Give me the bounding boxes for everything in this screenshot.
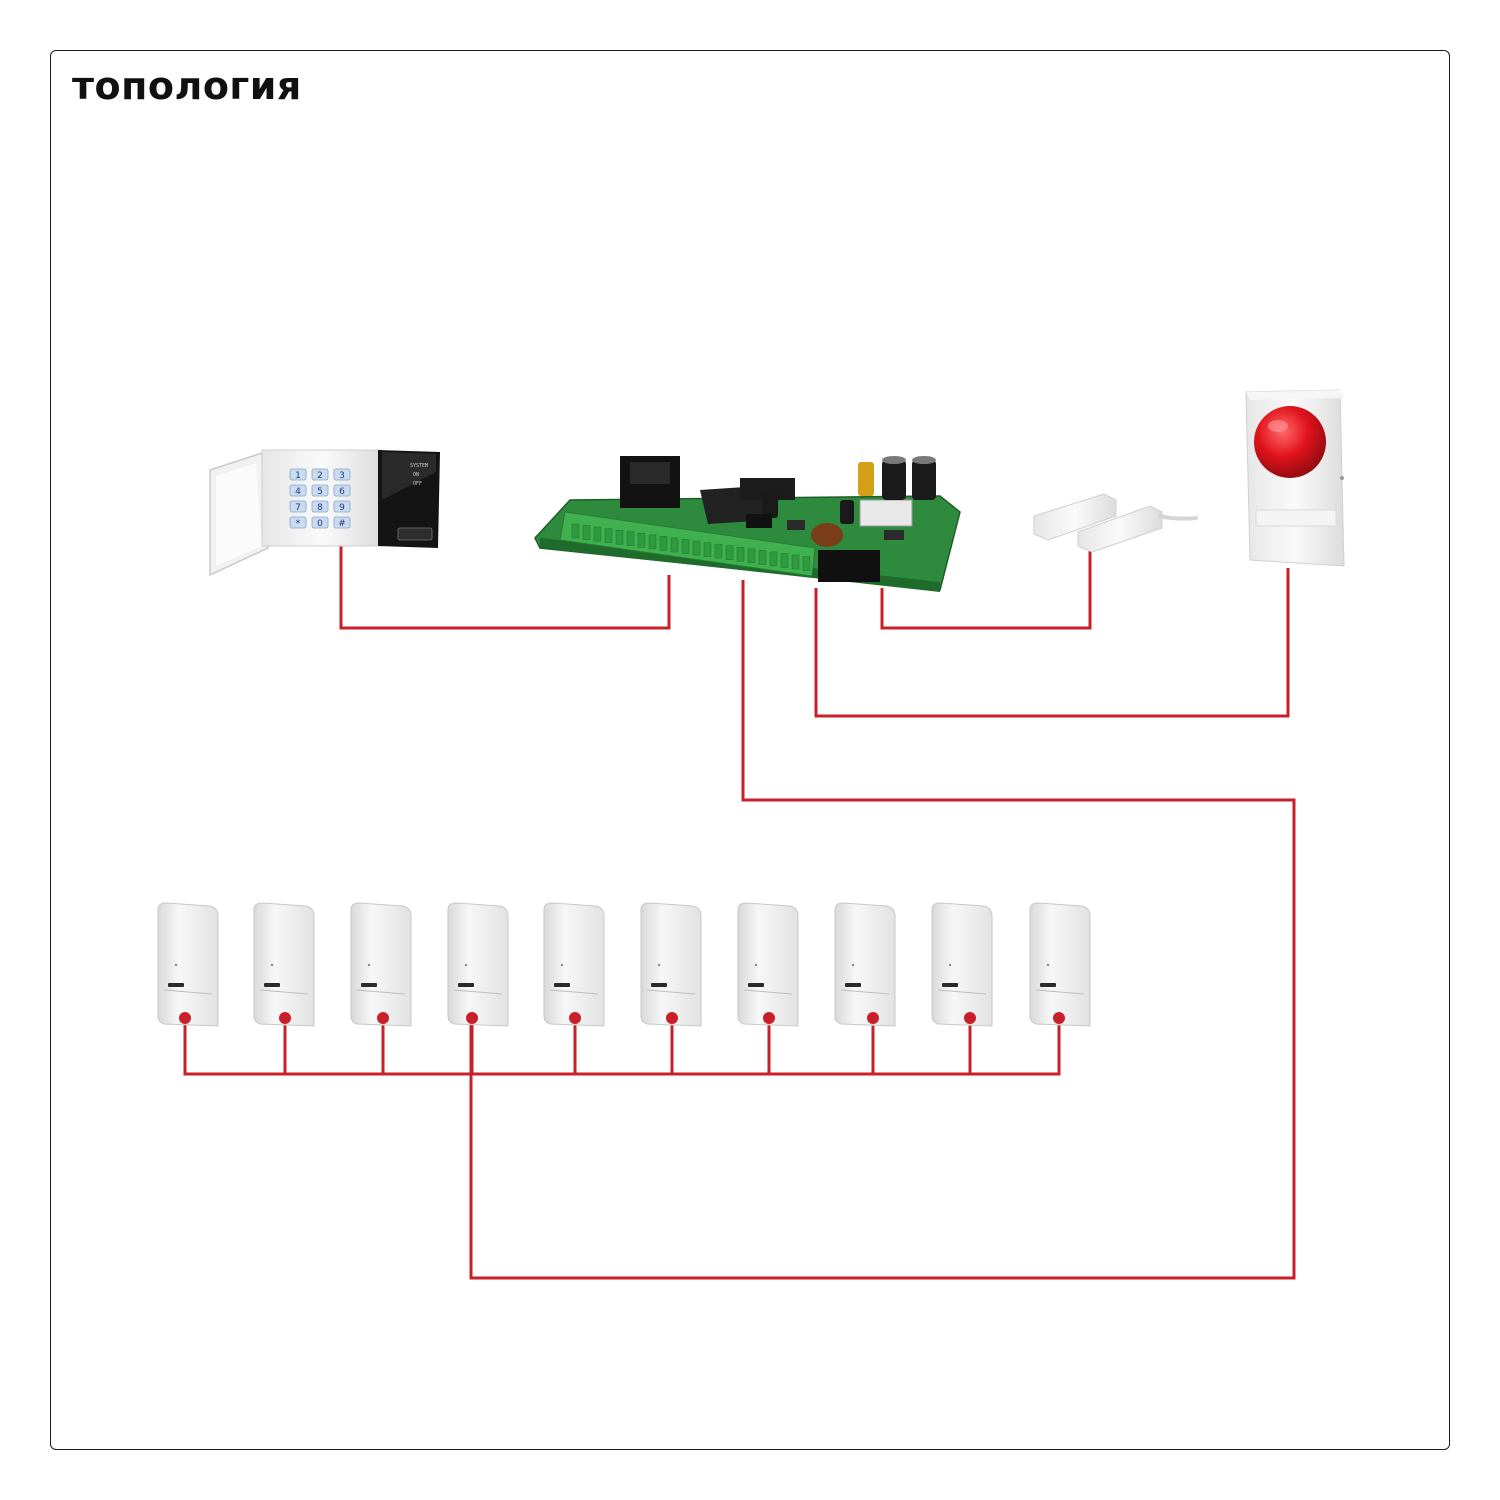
keypad-key: 6 [333,484,351,497]
keypad-key: 1 [289,468,307,481]
svg-text:3: 3 [339,471,345,481]
terminal-screw [802,556,811,571]
pir-detector-icon [931,902,993,1027]
pir-connection-dot [867,1012,879,1024]
terminal-screw [593,526,602,542]
wire-detector-bus [183,1018,1061,1076]
keypad-key: 0 [311,516,329,529]
terminal-screw [637,532,646,548]
wire-panel-to-siren [814,568,1290,718]
terminal-screw [780,553,789,568]
keypad-icon: SYSTEM ON OFF 1 2 3 4 5 6 7 8 9 * 0 # [209,449,440,577]
terminal-screw [604,528,613,543]
svg-text:2: 2 [317,471,323,481]
pir-connection-dot [377,1012,389,1024]
keypad-key: * [289,516,307,529]
pir-connection-dot [1053,1012,1065,1024]
wire-panel-to-door-contact [880,548,1092,630]
pir-detector-icon [157,902,219,1027]
terminal-screw [626,531,635,547]
terminal-screw [670,537,679,553]
motion-detectors [157,902,1091,1027]
svg-text:ON: ON [413,472,419,478]
svg-text:5: 5 [317,487,323,497]
keypad-key: # [333,516,351,529]
pir-detector-icon [253,902,315,1027]
svg-text:#: # [338,519,346,529]
pir-detector-icon [640,902,702,1027]
pir-detector-icon [350,902,412,1027]
wire-panel-to-detector-bus [469,580,1296,1280]
terminal-screw [714,543,723,559]
keypad-key: 4 [289,484,307,497]
svg-text:SYSTEM: SYSTEM [410,463,428,469]
keypad-key: 8 [311,500,329,513]
pir-connection-dot [466,1012,478,1024]
pir-connection-dot [179,1012,191,1024]
terminal-screw [692,540,701,556]
terminal-screw [582,525,591,540]
diagram-title: топология [72,64,302,108]
pir-detector-icon [834,902,896,1027]
keypad-key: 3 [333,468,351,481]
door-contact-icon [1033,493,1198,553]
terminal-screw [703,542,712,557]
diagram-frame [50,50,1450,1450]
terminal-screw [758,550,767,565]
pir-connection-dot [666,1012,678,1024]
terminal-screw [571,523,580,539]
pir-connection-dot [569,1012,581,1024]
svg-text:6: 6 [339,487,345,497]
terminal-screw [681,539,690,554]
siren-icon [1245,389,1345,567]
terminal-screw [615,529,624,545]
svg-text:4: 4 [295,487,301,497]
svg-text:0: 0 [317,519,323,529]
keypad-keys: 1 2 3 4 5 6 7 8 9 * 0 # [289,468,351,529]
terminal-screws [571,523,811,571]
pir-connection-dot [279,1012,291,1024]
pir-connection-dot [964,1012,976,1024]
pir-connection-dot [763,1012,775,1024]
terminal-screw [659,536,668,551]
terminal-screw [791,554,800,570]
svg-text:7: 7 [295,503,301,513]
terminal-screw [736,546,745,562]
keypad-key: 5 [311,484,329,497]
terminal-screw [725,545,734,561]
keypad-key: 9 [333,500,351,513]
wiring [183,545,1296,1280]
keypad-key: 2 [311,468,329,481]
svg-text:*: * [296,519,301,529]
svg-text:8: 8 [317,503,323,513]
terminal-screw [648,534,657,550]
keypad-key: 7 [289,500,307,513]
wire-keypad-to-panel [339,545,671,630]
svg-text:1: 1 [295,471,301,481]
svg-text:9: 9 [339,503,345,513]
circuit-board-icon [534,456,961,592]
pir-detector-icon [447,902,509,1027]
terminal-screw [769,551,778,567]
pir-detector-icon [1029,902,1091,1027]
svg-text:OFF: OFF [413,481,422,487]
pir-detector-icon [543,902,605,1027]
pir-detector-icon [737,902,799,1027]
terminal-screw [747,548,756,564]
